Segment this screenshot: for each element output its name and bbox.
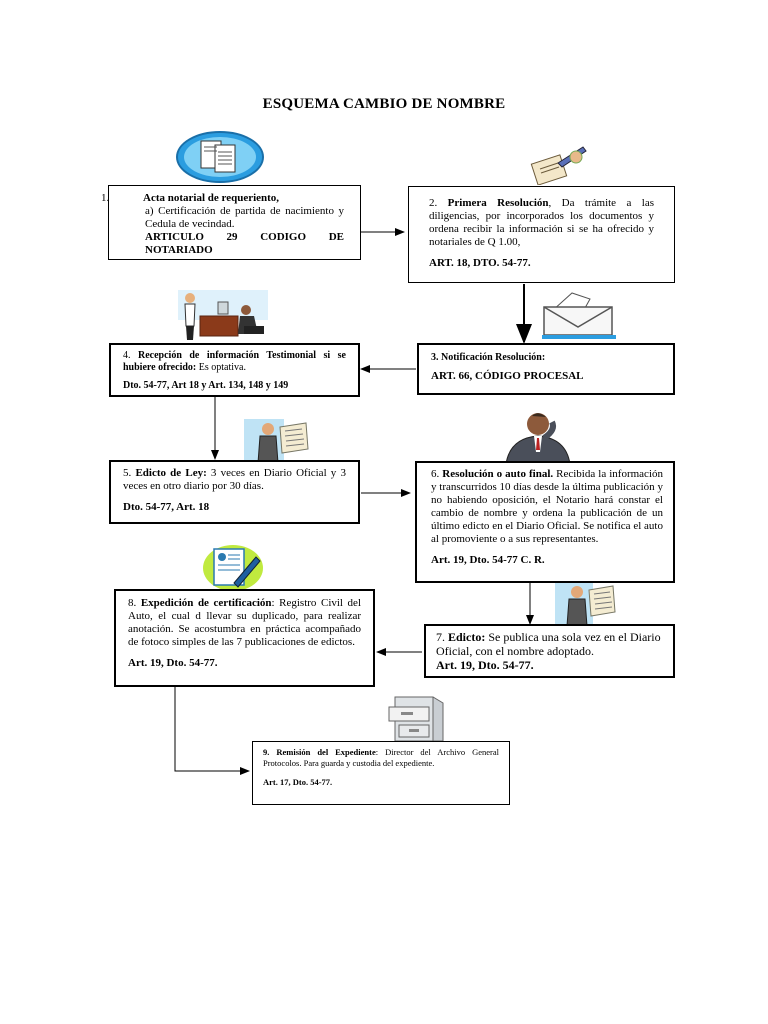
step-1-lead: Acta notarial de requeriento,	[143, 192, 280, 204]
diagram-title: ESQUEMA CAMBIO DE NOMBRE	[262, 96, 506, 112]
step-8-body: : Registro Civil del Auto, el cual d lle…	[128, 597, 361, 648]
step-2-number: 2.	[429, 197, 438, 209]
step-5-ref: Dto. 54-77, Art. 18	[123, 501, 210, 513]
step-9-body: : Director del Archivo General Protocolo…	[263, 747, 499, 768]
step-1-number: 1.	[101, 192, 110, 204]
step-3-ref: ART. 66, CÓDIGO PROCESAL	[431, 370, 584, 382]
step-9-number: 9.	[263, 747, 270, 757]
step-7-box: 7. Edicto: Se publica una sola vez en el…	[424, 624, 675, 678]
arrow-8-to-9	[174, 686, 250, 775]
step-5-body: 3 veces en Diario Oficial y 3 veces en o…	[123, 467, 346, 492]
step-9-lead: Remisión del Expediente	[276, 747, 376, 757]
step-8-number: 8.	[128, 597, 137, 609]
step-9-box: 9. Remisión del Expediente: Director del…	[252, 741, 510, 805]
step-5-box: 5. Edicto de Ley: 3 veces en Diario Ofic…	[109, 460, 360, 524]
step-2-box: 2. Primera Resolución, Da trámite a las …	[408, 186, 675, 283]
envelope-icon	[542, 292, 616, 339]
step-4-number: 4.	[123, 350, 131, 361]
step-9-ref: Art. 17, Dto. 54-77.	[263, 777, 333, 787]
step-1-box: 1. Acta notarial de requeriento, a) Certi…	[101, 185, 361, 260]
step-4-lead: Recepción de información Testimonial si …	[123, 350, 346, 373]
office-meeting-icon	[178, 290, 268, 340]
filing-cabinet-icon	[388, 696, 444, 742]
step-6-body: Recibida la información y transcurridos …	[431, 468, 663, 545]
step-3-box: 3. Notificación Resolución: ART. 66, CÓD…	[417, 343, 675, 395]
step-2-body: , Da trámite a las diligencias, por inco…	[429, 197, 654, 248]
step-5-number: 5.	[123, 467, 132, 479]
certificate-document-icon	[203, 545, 263, 591]
step-5-lead: Edicto de Ley:	[135, 467, 207, 479]
step-2-lead: Primera Resolución	[447, 197, 549, 209]
step-7-body: Se publica una sola vez en el Diario Ofi…	[436, 630, 661, 658]
step-6-box: 6. Resolución o auto final. Recibida la …	[415, 461, 675, 583]
step-8-ref: Art. 19, Dto. 54-77.	[128, 657, 218, 669]
step-3-lead: 3. Notificación Resolución:	[431, 352, 546, 363]
step-8-lead: Expedición de certificación	[140, 597, 272, 609]
step-2-ref: ART. 18, DTO. 54-77.	[429, 257, 531, 269]
step-1-body: a) Certificación de partida de nacimient…	[145, 205, 344, 230]
man-reading-newspaper-icon	[244, 419, 309, 465]
man-reading-newspaper-icon-2	[555, 582, 616, 628]
step-6-ref: Art. 19, Dto. 54-77 C. R.	[431, 554, 545, 566]
thinking-businessman-icon	[505, 413, 571, 464]
step-4-ref: Dto. 54-77, Art 18 y Art. 134, 148 y 149	[123, 380, 289, 391]
step-7-lead: Edicto:	[448, 630, 486, 644]
step-6-number: 6.	[431, 468, 440, 480]
step-7-number: 7.	[436, 630, 445, 644]
step-4-body: Es optativa.	[196, 362, 246, 373]
step-8-box: 8. Expedición de certificación: Registro…	[114, 589, 375, 687]
step-4-box: 4. Recepción de información Testimonial …	[109, 343, 360, 397]
step-6-lead: Resolución o auto final.	[442, 468, 554, 480]
documents-icon	[176, 131, 264, 183]
writing-hand-icon	[530, 146, 587, 185]
step-7-ref: Art. 19, Dto. 54-77.	[436, 658, 534, 672]
step-1-ref: ARTICULO 29 CODIGO DE NOTARIADO	[145, 231, 344, 256]
